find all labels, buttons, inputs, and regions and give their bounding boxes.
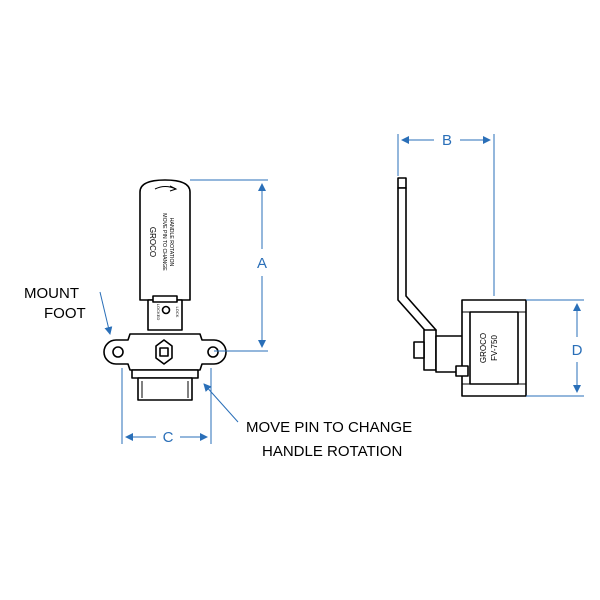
dimension-b-label: B [442,132,452,149]
body-model-text: FV-750 [490,335,499,361]
front-view: GROCO MOVE PIN TO CHANGE HANDLE ROTATION… [103,179,227,401]
dimension-d-label: D [572,342,583,359]
side-valve-body: GROCO FV-750 [413,299,527,397]
dimension-c: C [121,368,212,446]
rotation-pin [161,305,171,315]
mount-foot-label-line2: FOOT [44,305,86,322]
mount-foot-label-line1: MOUNT [24,285,79,302]
stem-pin-assembly: LOCKED LOCK [147,295,183,331]
move-pin-label-line1: MOVE PIN TO CHANGE [246,419,412,436]
mount-foot-hole-left [112,346,124,358]
dimension-a-label: A [257,255,267,272]
dimension-c-label: C [163,429,174,446]
pin-mark-top-text: LOCKED [156,304,161,321]
mount-flange [103,333,227,371]
mount-foot-hole-right [207,346,219,358]
handle-brand-text: GROCO [148,227,157,257]
body-brand-text: GROCO [479,333,488,363]
dimension-b: B [397,132,495,296]
mount-foot-callout: MOUNT FOOT [24,285,113,335]
front-valve-body [131,369,199,401]
move-pin-callout: MOVE PIN TO CHANGE HANDLE ROTATION [203,383,412,460]
side-view: GROCO FV-750 [397,177,527,397]
handle-note-line1-text: MOVE PIN TO CHANGE [161,213,167,271]
handle: GROCO MOVE PIN TO CHANGE HANDLE ROTATION [139,179,191,301]
dimension-a: A [190,179,268,352]
pin-mark-bottom-text: LOCK [175,307,180,318]
handle-note-line2-text: HANDLE ROTATION [168,218,174,267]
move-pin-label-line2: HANDLE ROTATION [262,443,402,460]
dimension-d: D [526,299,584,397]
